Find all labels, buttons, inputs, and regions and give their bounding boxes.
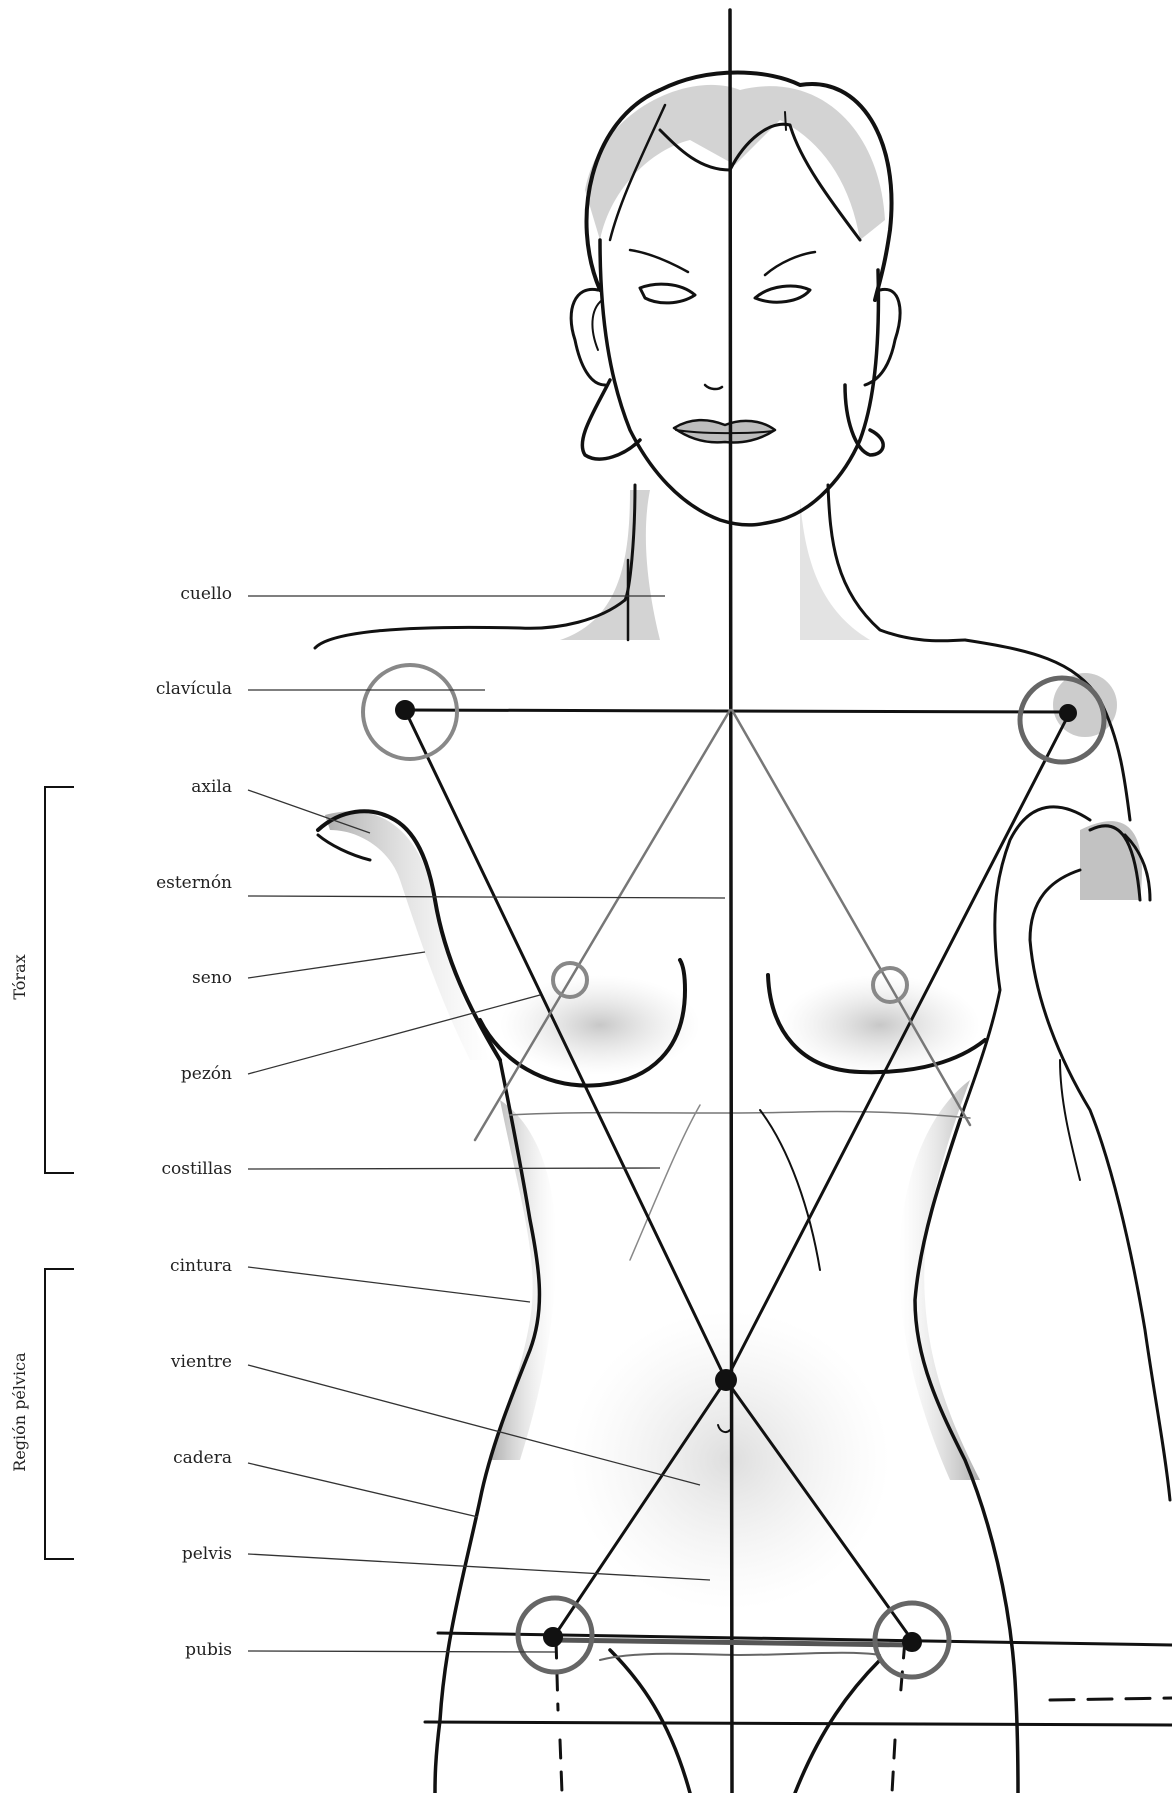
left-shoulder-joint-dot (396, 701, 414, 719)
diagonal-right-shoulder (726, 712, 1070, 1380)
label-cadera: cadera (92, 1448, 232, 1468)
label-costillas: costillas (92, 1159, 232, 1179)
navel-center-dot (715, 1369, 737, 1391)
region-pelvica-bracket (44, 1268, 74, 1560)
leader-pubis (248, 1651, 555, 1652)
label-pubis: pubis (92, 1640, 232, 1660)
leader-cadera (248, 1463, 478, 1517)
leader-costillas (248, 1168, 660, 1169)
label-pelvis: pelvis (92, 1544, 232, 1564)
right-shoulder-joint-dot (1060, 705, 1076, 721)
leader-esternon (248, 896, 725, 898)
label-clavicula: clavícula (92, 679, 232, 699)
label-pezon: pezón (92, 1064, 232, 1084)
center-axis-line (730, 10, 732, 1793)
label-cintura: cintura (92, 1256, 232, 1276)
torax-bracket (44, 786, 74, 1174)
label-axila: axila (92, 777, 232, 797)
label-seno: seno (92, 968, 232, 988)
diagonal-left-breast (475, 710, 730, 1140)
left-hip-joint-dot (544, 1628, 562, 1646)
label-cuello: cuello (92, 584, 232, 604)
leader-seno (248, 952, 425, 978)
group-label-torax: Tórax (10, 927, 30, 1027)
label-vientre: vientre (92, 1352, 232, 1372)
label-esternon: esternón (92, 873, 232, 893)
leader-cintura (248, 1267, 530, 1302)
shoulder-line (405, 710, 1070, 712)
leader-pezon (248, 995, 540, 1074)
group-label-region-pelvica: Región pélvica (10, 1337, 30, 1487)
right-hip-joint-dot (903, 1633, 921, 1651)
crotch-line (425, 1722, 1172, 1725)
